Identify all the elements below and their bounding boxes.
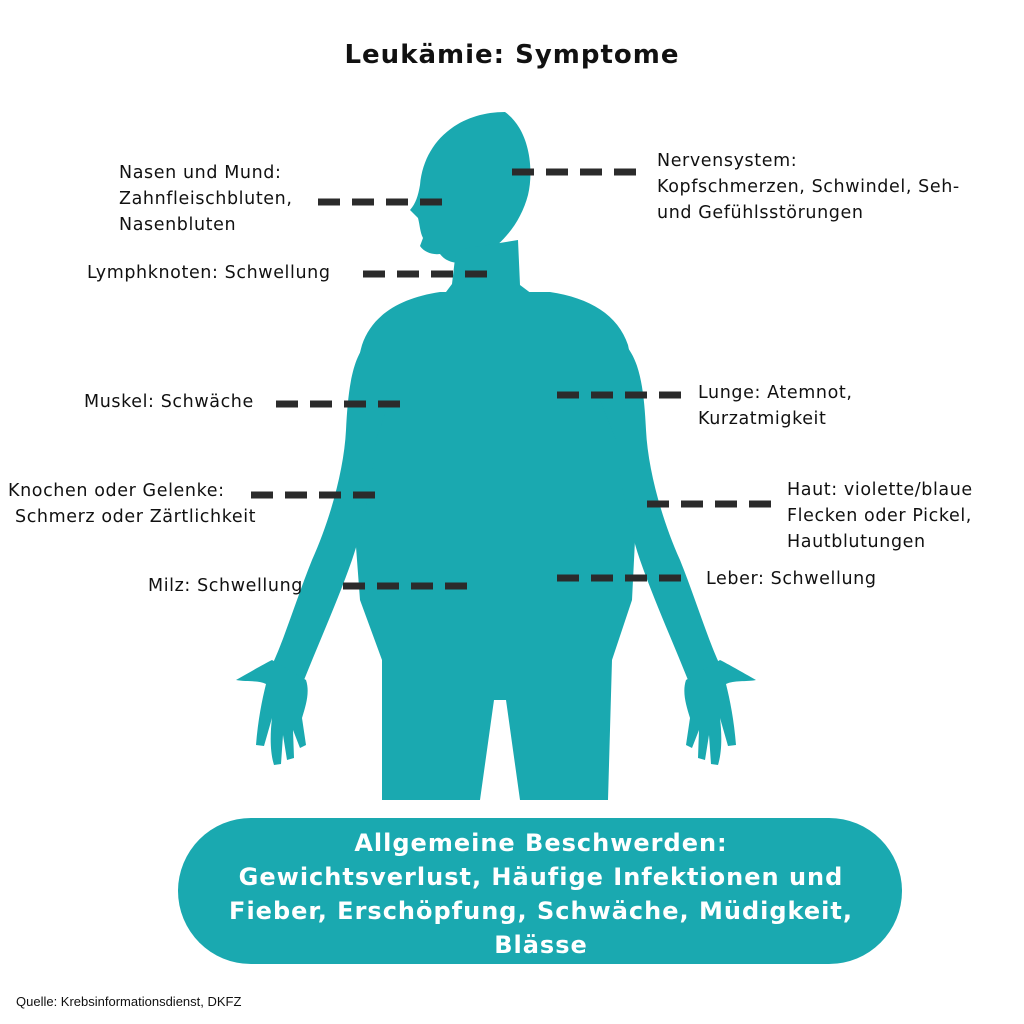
label-milz: Milz: Schwellung — [148, 573, 303, 599]
label-lunge-line-2: Kurzatmigkeit — [698, 409, 827, 429]
body-silhouette — [178, 112, 902, 964]
label-lunge-line-1: Lunge: Atemnot, — [698, 383, 853, 403]
label-milz-line-1: Milz: Schwellung — [148, 576, 303, 596]
label-lunge: Lunge: Atemnot, Kurzatmigkeit — [698, 380, 853, 432]
label-nase-line-3: Nasenbluten — [119, 215, 237, 235]
label-nerven-line-2: Kopfschmerzen, Schwindel, Seh- — [657, 177, 960, 197]
general-line-1: Allgemeine Beschwerden: — [354, 829, 728, 857]
label-haut-line-2: Flecken oder Pickel, — [787, 506, 972, 526]
label-lymph-line-1: Lymphknoten: Schwellung — [87, 263, 331, 283]
leader-dashes — [251, 168, 775, 590]
right-arm — [600, 340, 720, 680]
page-title: Leukämie: Symptome — [344, 40, 680, 70]
label-muskel-line-1: Muskel: Schwäche — [84, 392, 254, 412]
label-nase-line-1: Nasen und Mund: — [119, 163, 282, 183]
label-nase: Nasen und Mund: Zahnfleischbluten, Nasen… — [119, 160, 293, 238]
label-nase-line-2: Zahnfleischbluten, — [119, 189, 293, 209]
label-nerven-line-3: und Gefühlsstörungen — [657, 203, 864, 223]
general-line-3: Fieber, Erschöpfung, Schwäche, Müdigkeit… — [229, 897, 853, 925]
label-knochen-line-2: Schmerz oder Zärtlichkeit — [15, 507, 257, 527]
right-hand — [684, 660, 756, 765]
left-hand — [236, 660, 308, 765]
general-complaints: Allgemeine Beschwerden: Gewichtsverlust,… — [180, 826, 902, 962]
label-haut-line-3: Hautblutungen — [787, 532, 926, 552]
label-muskel: Muskel: Schwäche — [84, 389, 254, 415]
label-haut-line-1: Haut: violette/blaue — [787, 480, 973, 500]
left-arm — [272, 340, 390, 680]
label-haut: Haut: violette/blaue Flecken oder Pickel… — [787, 477, 973, 555]
label-nerven: Nervensystem: Kopfschmerzen, Schwindel, … — [657, 148, 960, 226]
neck — [440, 240, 540, 300]
source-note: Quelle: Krebsinformationsdienst, DKFZ — [16, 994, 242, 1009]
label-leber-line-1: Leber: Schwellung — [706, 569, 877, 589]
label-leber: Leber: Schwellung — [706, 566, 877, 592]
label-knochen: Knochen oder Gelenke: Schmerz oder Zärtl… — [8, 478, 256, 530]
label-nerven-line-1: Nervensystem: — [657, 151, 798, 171]
label-lymph: Lymphknoten: Schwellung — [87, 260, 331, 286]
general-line-2: Gewichtsverlust, Häufige Infektionen und — [238, 863, 844, 891]
label-knochen-line-1: Knochen oder Gelenke: — [8, 481, 225, 501]
torso — [354, 292, 636, 800]
general-line-4: Blässe — [494, 931, 588, 959]
head — [410, 112, 531, 263]
general-box — [178, 818, 902, 964]
